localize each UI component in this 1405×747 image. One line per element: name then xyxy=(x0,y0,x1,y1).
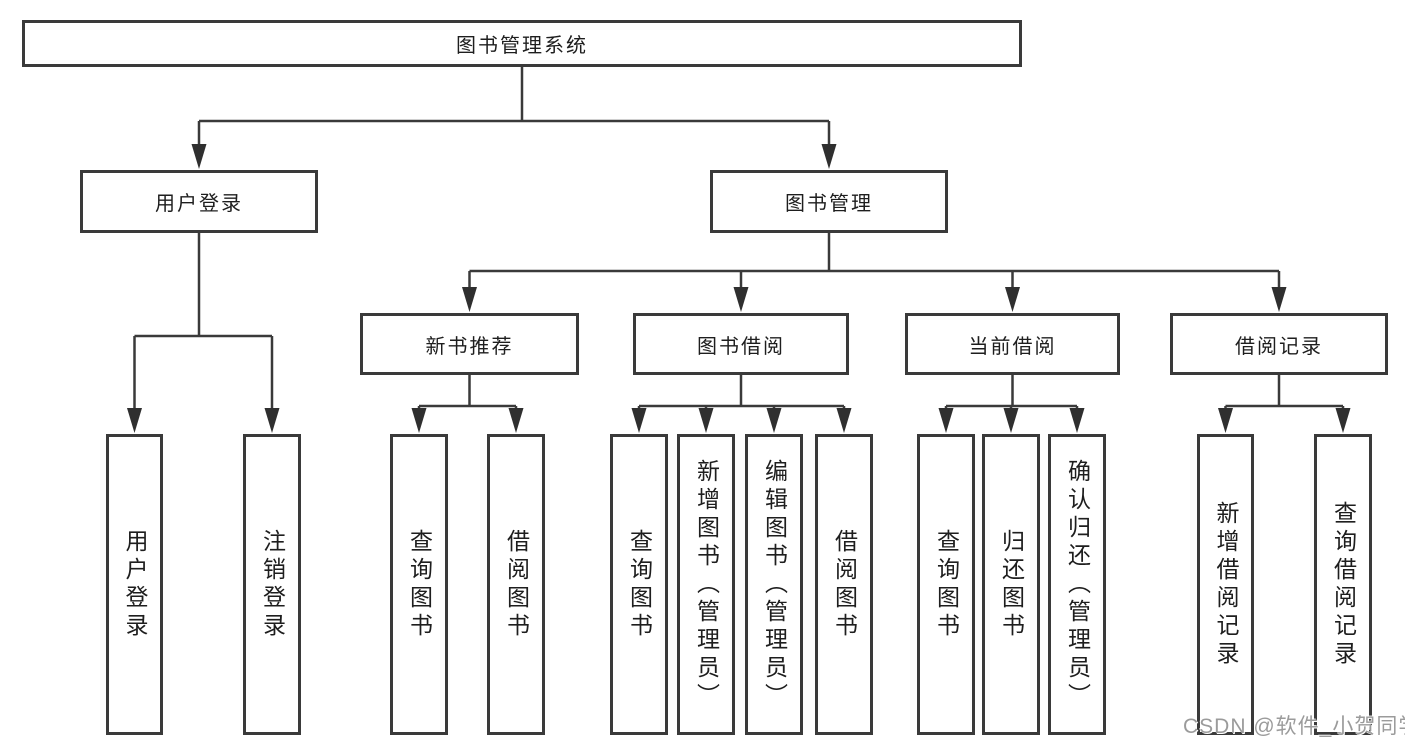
node-book-borrowing: 图书借阅 xyxy=(633,313,849,375)
arrow-down-icon xyxy=(1218,408,1233,433)
leaf-borrow-books: 借阅图书 xyxy=(487,434,545,735)
watermark: CSDN @软件_小贺同学 xyxy=(1183,715,1405,738)
tree-edges xyxy=(133,67,1345,413)
node-library-management-system: 图书管理系统 xyxy=(22,20,1022,67)
node-user-login: 用户登录 xyxy=(80,170,318,233)
arrow-down-icon xyxy=(1003,408,1019,433)
arrow-down-icon xyxy=(938,408,954,433)
leaf-logout-login: 注销登录 xyxy=(243,434,301,735)
arrow-down-icon xyxy=(1271,287,1287,312)
leaf-borrow-books: 借阅图书 xyxy=(815,434,873,735)
arrow-down-icon xyxy=(1005,287,1020,312)
arrow-down-icon xyxy=(1069,408,1085,433)
arrow-down-icon xyxy=(766,408,782,433)
leaf-query-borrow-record: 查询借阅记录 xyxy=(1314,434,1372,735)
arrow-down-icon xyxy=(631,408,647,433)
arrow-down-icon xyxy=(127,408,142,433)
leaf-query-books: 查询图书 xyxy=(917,434,975,735)
leaf-add-books-admin: 新增图书（管理员） xyxy=(677,434,735,735)
arrow-down-icon xyxy=(1335,408,1351,433)
leaf-add-borrow-record: 新增借阅记录 xyxy=(1197,434,1254,735)
arrowhead-icons xyxy=(127,144,1351,433)
arrow-down-icon xyxy=(821,144,837,169)
arrow-down-icon xyxy=(733,287,749,312)
leaf-query-books: 查询图书 xyxy=(390,434,448,735)
leaf-return-books: 归还图书 xyxy=(982,434,1040,735)
leaf-query-books: 查询图书 xyxy=(610,434,668,735)
arrow-down-icon xyxy=(462,287,477,312)
node-new-book-recommendation: 新书推荐 xyxy=(360,313,579,375)
node-borrowing-records: 借阅记录 xyxy=(1170,313,1388,375)
arrow-down-icon xyxy=(698,408,714,433)
node-current-borrowing: 当前借阅 xyxy=(905,313,1120,375)
arrow-down-icon xyxy=(191,144,207,169)
arrow-down-icon xyxy=(411,408,427,433)
node-book-management: 图书管理 xyxy=(710,170,948,233)
leaf-edit-books-admin: 编辑图书（管理员） xyxy=(745,434,803,735)
leaf-confirm-return-admin: 确认归还（管理员） xyxy=(1048,434,1106,735)
arrow-down-icon xyxy=(264,408,280,433)
leaf-user-login: 用户登录 xyxy=(106,434,163,735)
arrow-down-icon xyxy=(836,408,852,433)
arrow-down-icon xyxy=(508,408,524,433)
